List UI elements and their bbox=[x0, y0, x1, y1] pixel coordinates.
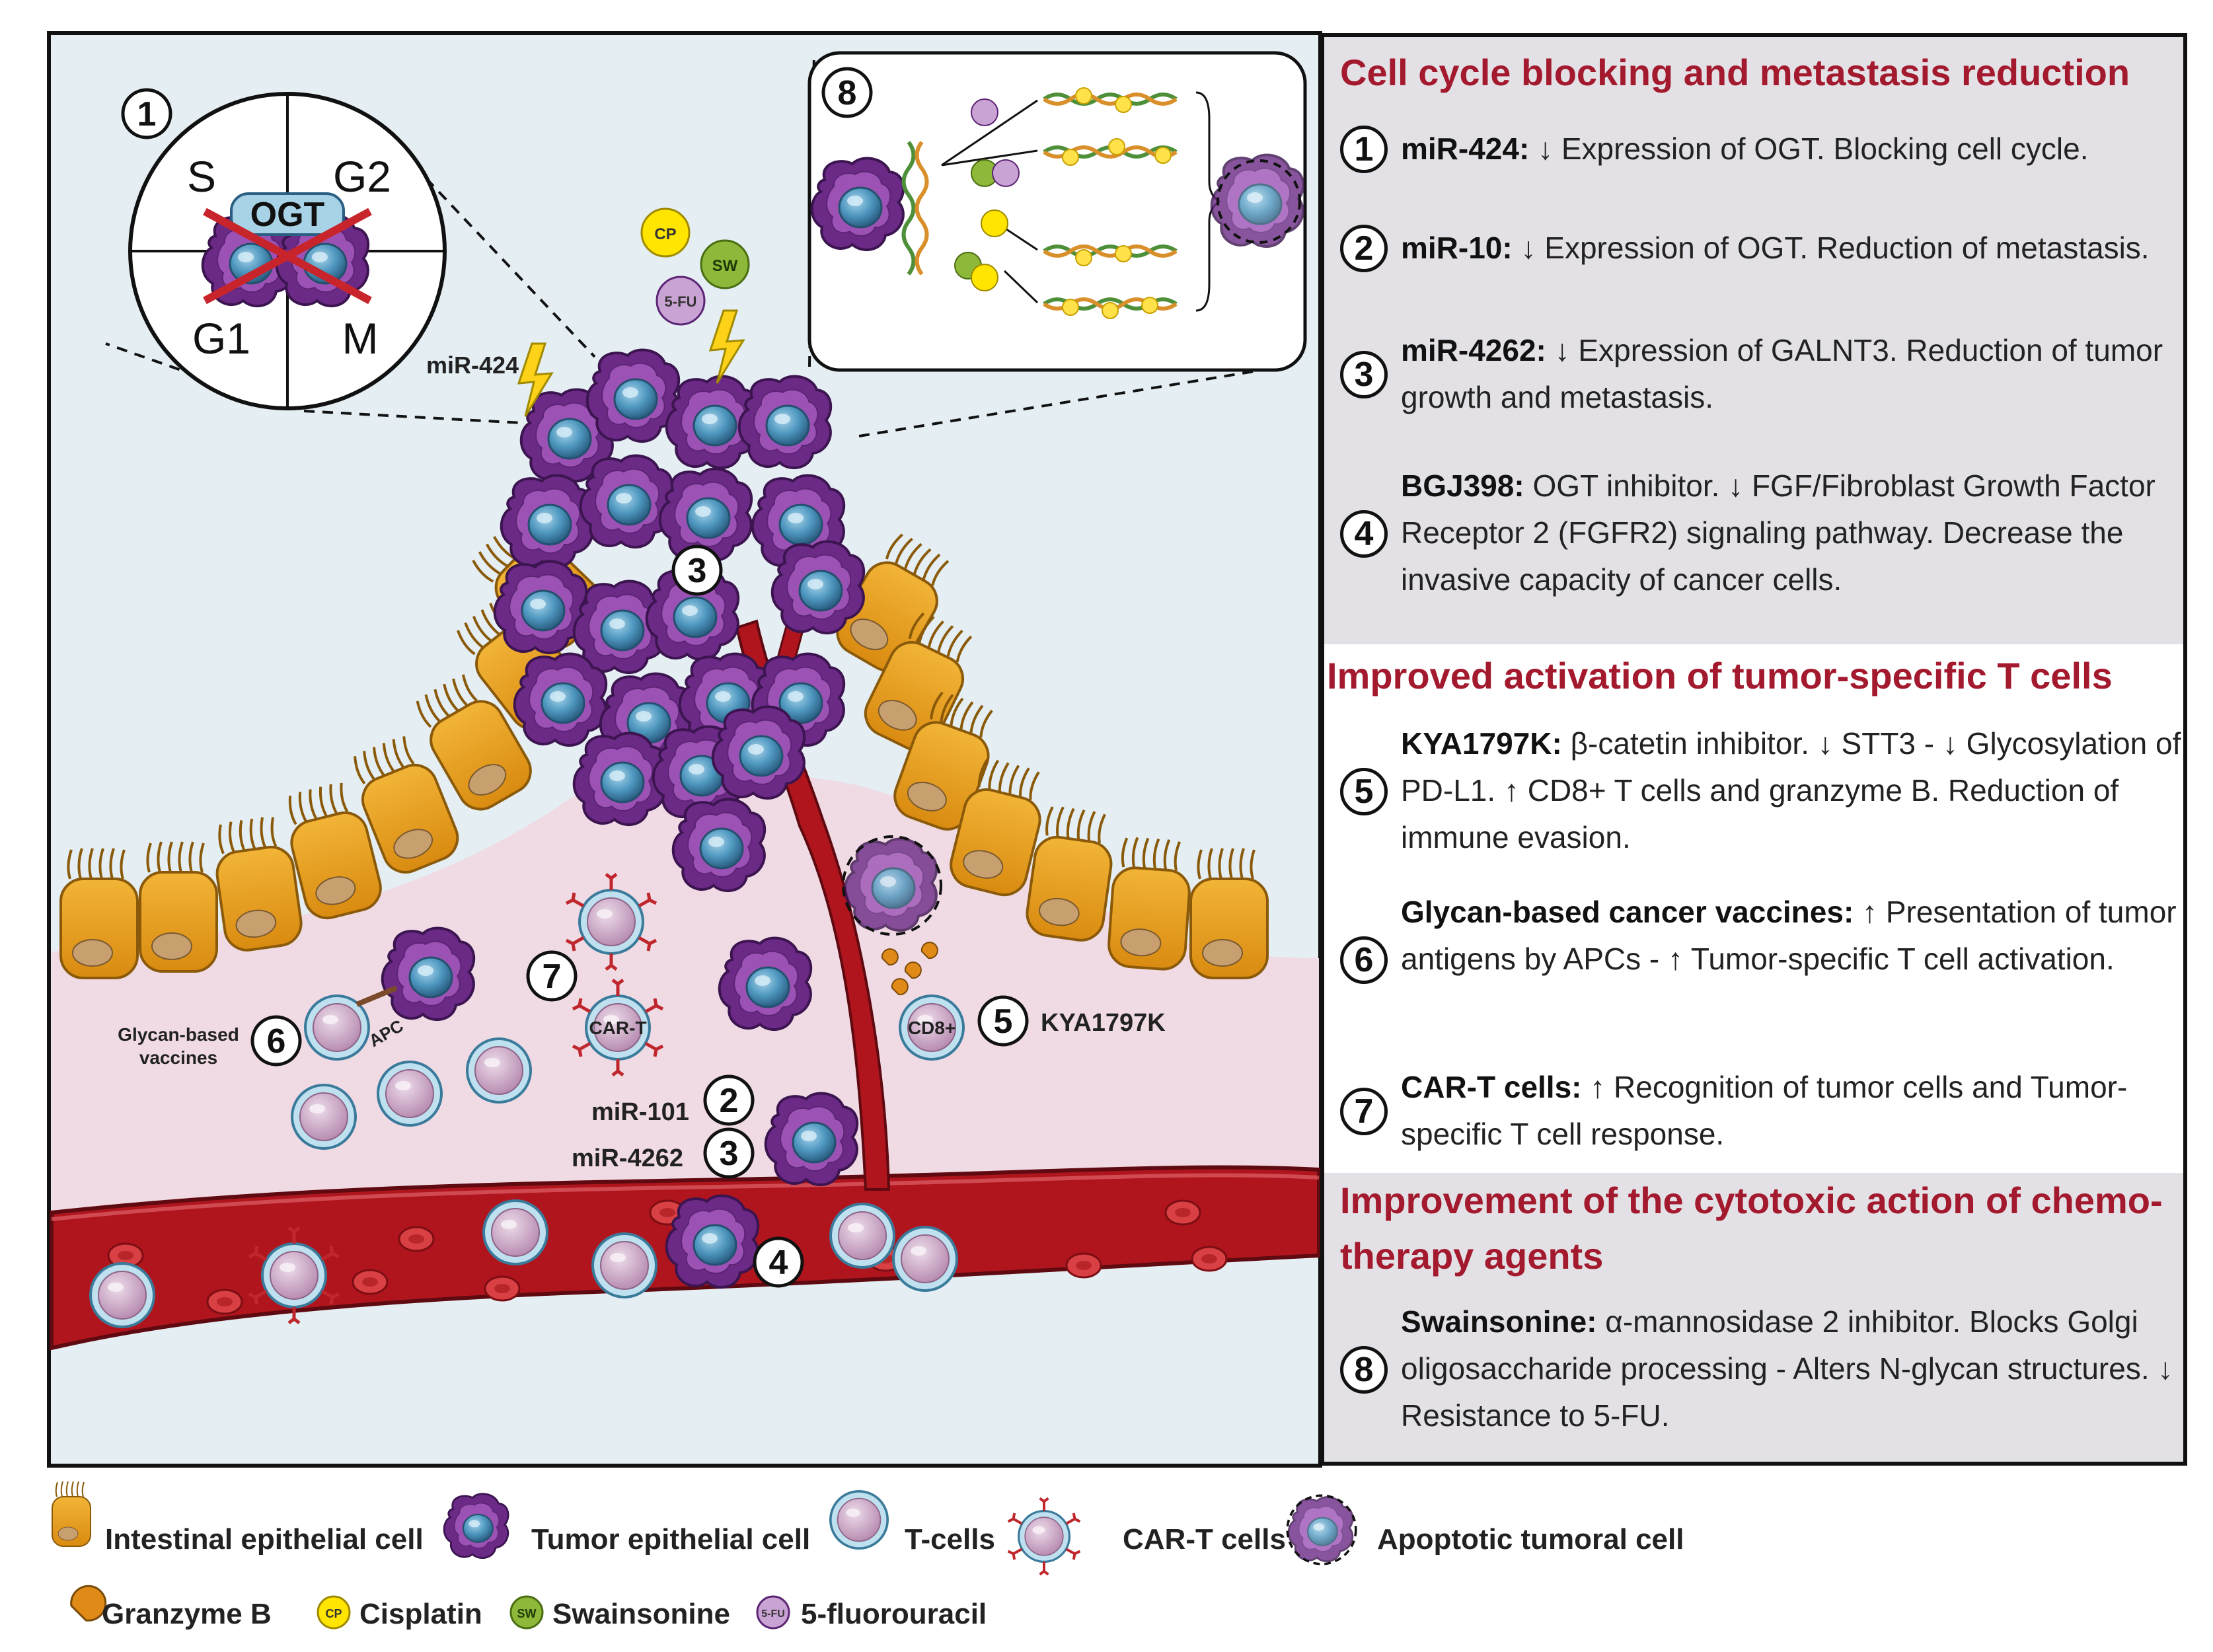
legend-cp-icon: CP bbox=[325, 1607, 342, 1620]
item-number: 7 bbox=[1340, 1088, 1388, 1135]
section-title: Cell cycle blocking and metastasis reduc… bbox=[1340, 52, 2130, 93]
item-description: ↑ Recognition of tumor cells and Tumor-s… bbox=[1401, 1070, 2128, 1151]
cart-label: CAR-T bbox=[589, 1018, 646, 1038]
item-number: 2 bbox=[1340, 225, 1388, 272]
item-description: OGT inhibitor. ↓ FGF/Fibroblast Growth F… bbox=[1401, 469, 2156, 597]
phase-g2: G2 bbox=[333, 152, 391, 201]
section-title: Improved activation of tumor-specific T … bbox=[1327, 655, 2113, 696]
phase-m: M bbox=[342, 314, 379, 363]
legend-swainsonine: Swainsonine bbox=[543, 1598, 730, 1631]
legend-fu-icon: 5-FU bbox=[761, 1608, 785, 1620]
illustration-labels: 1 8 3 7 6 5 2 3 4 S G2 G1 M OGT CP SW 5-… bbox=[118, 74, 1166, 1282]
num-8: 8 bbox=[838, 74, 857, 112]
item-term: BGJ398: bbox=[1401, 469, 1524, 503]
item-text: miR-10: ↓ Expression of OGT. Reduction o… bbox=[1401, 225, 2194, 272]
num-3b: 3 bbox=[720, 1135, 739, 1173]
fu-dot-label: 5-FU bbox=[665, 293, 697, 310]
num-3a: 3 bbox=[688, 552, 707, 590]
text-panel: Cell cycle blocking and metastasis reduc… bbox=[1320, 33, 2187, 1466]
num-1: 1 bbox=[137, 95, 157, 133]
mir424-label: miR-424 bbox=[426, 352, 519, 379]
vaccines-label-1: Glycan-based bbox=[118, 1024, 239, 1045]
item-description: β-catetin inhibitor. ↓ STT3 - ↓ Glycosyl… bbox=[1401, 726, 2181, 854]
section-title: Improvement of the cytotoxic action of c… bbox=[1340, 1180, 2163, 1221]
item-number: 3 bbox=[1340, 351, 1388, 398]
legend-sw-icon: SW bbox=[517, 1607, 537, 1620]
apoptotic-cell-inset bbox=[1210, 153, 1305, 248]
legend: Intestinal epithelial cell Tumor epithel… bbox=[0, 1480, 2213, 1652]
legend-apoptotic: Apoptotic tumoral cell bbox=[1368, 1523, 1684, 1556]
item-text: BGJ398: OGT inhibitor. ↓ FGF/Fibroblast … bbox=[1401, 463, 2194, 603]
legend-label: Intestinal epithelial cell bbox=[105, 1523, 424, 1556]
item-term: CAR-T cells: bbox=[1401, 1070, 1582, 1104]
num-6: 6 bbox=[267, 1022, 286, 1061]
item-term: Swainsonine: bbox=[1401, 1304, 1597, 1339]
cp-dot-label: CP bbox=[654, 225, 676, 243]
item-number: 6 bbox=[1340, 936, 1388, 984]
item-text: miR-424: ↓ Expression of OGT. Blocking c… bbox=[1401, 126, 2194, 172]
section-chemo: Improvement of the cytotoxic action of c… bbox=[1320, 1173, 2187, 1466]
item-number: 8 bbox=[1340, 1346, 1388, 1394]
vaccines-label-2: vaccines bbox=[139, 1047, 217, 1068]
sw-dot-label: SW bbox=[712, 257, 738, 275]
legend-label: Cisplatin bbox=[359, 1598, 482, 1630]
num-7: 7 bbox=[543, 957, 562, 996]
cd8-label: CD8+ bbox=[908, 1018, 956, 1038]
item-description: ↓ Expression of OGT. Reduction of metast… bbox=[1520, 231, 2150, 265]
num-4: 4 bbox=[769, 1244, 788, 1282]
mir101-label: miR-101 bbox=[591, 1098, 689, 1126]
item-text: Swainsonine: α-mannosidase 2 inhibitor. … bbox=[1401, 1298, 2194, 1439]
legend-label: Granzyme B bbox=[102, 1598, 272, 1630]
section-cell-cycle: Cell cycle blocking and metastasis reduc… bbox=[1320, 33, 2187, 644]
legend-icons bbox=[52, 1481, 1357, 1630]
item-text: miR-4262: ↓ Expression of GALNT3. Reduct… bbox=[1401, 327, 2194, 421]
legend-label: Swainsonine bbox=[552, 1598, 730, 1630]
num-2: 2 bbox=[720, 1082, 739, 1120]
legend-label: Tumor epithelial cell bbox=[531, 1523, 811, 1556]
legend-cart: CAR-T cells bbox=[1113, 1523, 1286, 1556]
legend-intestinal: Intestinal epithelial cell bbox=[96, 1523, 424, 1556]
item-term: miR-424: bbox=[1401, 131, 1530, 166]
legend-tumor: Tumor epithelial cell bbox=[522, 1523, 810, 1556]
item-term: miR-4262: bbox=[1401, 333, 1546, 367]
legend-label: 5-fluorouracil bbox=[801, 1598, 987, 1630]
item-description: ↓ Expression of OGT. Blocking cell cycle… bbox=[1538, 131, 2089, 166]
legend-cisplatin: Cisplatin bbox=[350, 1598, 482, 1631]
num-5: 5 bbox=[994, 1002, 1013, 1041]
item-term: KYA1797K: bbox=[1401, 726, 1562, 761]
item-text: KYA1797K: β-catetin inhibitor. ↓ STT3 - … bbox=[1401, 720, 2194, 861]
item-description: α-mannosidase 2 inhibitor. Blocks Golgi … bbox=[1401, 1304, 2173, 1433]
legend-label: CAR-T cells bbox=[1123, 1523, 1286, 1556]
mir4262-label: miR-4262 bbox=[572, 1145, 683, 1172]
item-text: Glycan-based cancer vaccines: ↑ Presenta… bbox=[1401, 889, 2194, 983]
section-t-cells: Improved activation of tumor-specific T … bbox=[1320, 644, 2187, 1173]
phase-g1: G1 bbox=[192, 314, 250, 363]
legend-label: T-cells bbox=[905, 1523, 995, 1556]
legend-tcells: T-cells bbox=[895, 1523, 995, 1556]
item-term: miR-10: bbox=[1401, 231, 1513, 265]
legend-fluorouracil: 5-fluorouracil bbox=[792, 1598, 987, 1631]
kya-label: KYA1797K bbox=[1041, 1009, 1166, 1037]
item-number: 4 bbox=[1340, 510, 1388, 558]
item-description: ↓ Expression of GALNT3. Reduction of tum… bbox=[1401, 333, 2163, 414]
phase-s: S bbox=[187, 152, 216, 201]
item-description: ↑ Presentation of tumor antigens by APCs… bbox=[1401, 895, 2177, 976]
ogt-label: OGT bbox=[250, 196, 325, 234]
item-text: CAR-T cells: ↑ Recognition of tumor cell… bbox=[1401, 1064, 2194, 1158]
item-number: 5 bbox=[1340, 768, 1388, 815]
legend-granzyme: Granzyme B bbox=[93, 1598, 272, 1631]
apoptotic-cell bbox=[842, 835, 942, 936]
legend-label: Apoptotic tumoral cell bbox=[1377, 1523, 1684, 1556]
section-title-line2: therapy agents bbox=[1340, 1235, 1604, 1277]
item-number: 1 bbox=[1340, 126, 1388, 173]
item-term: Glycan-based cancer vaccines: bbox=[1401, 895, 1854, 929]
